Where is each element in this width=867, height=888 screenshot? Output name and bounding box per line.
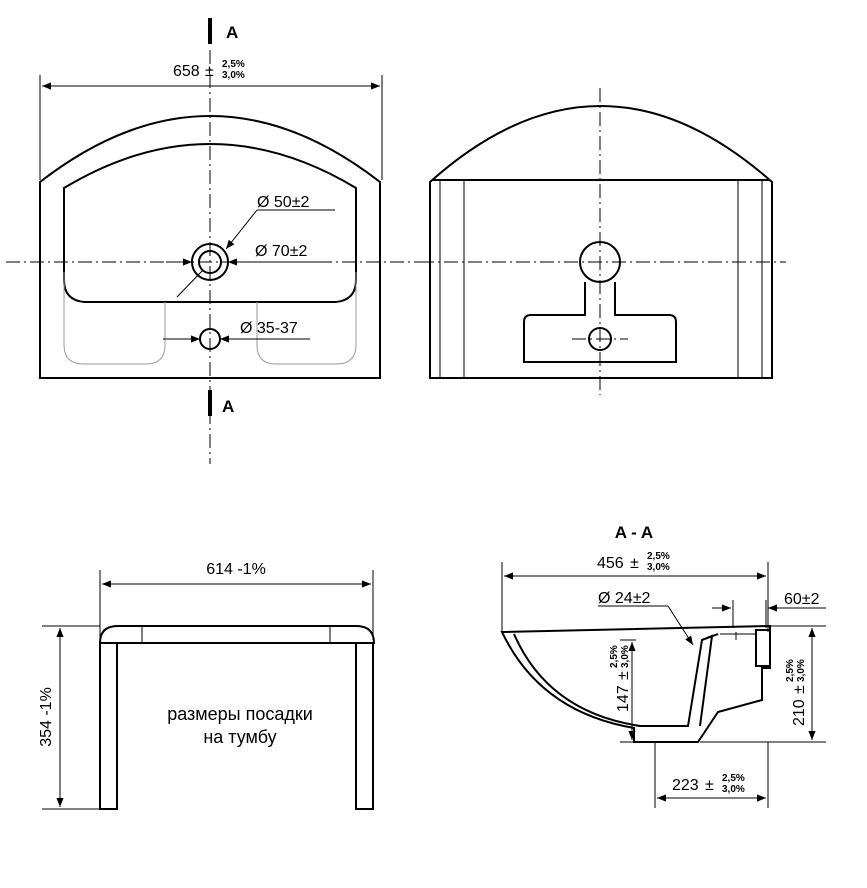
height-210-tol-lower: 3,0% [796, 659, 807, 682]
section-title: A - A [615, 523, 653, 542]
drain-223-pm: ± [705, 777, 714, 794]
depth-456-tol-upper: 2,5% [647, 551, 670, 562]
drain-223-tol-lower: 3,0% [722, 784, 745, 795]
top-view: A 658 ± 2,5% 3,0% Ø 50±2 Ø 70±2 Ø 35-37 [6, 18, 420, 464]
depth-456-value: 456 [597, 555, 624, 572]
bowl-147-pm: ± [615, 671, 632, 680]
section-mark-bottom: A [222, 397, 234, 416]
section-wall-right [755, 629, 771, 667]
cabinet-right-leg [355, 642, 374, 810]
section-mark-top: A [226, 23, 238, 42]
drain-223-tol-upper: 2,5% [722, 773, 745, 784]
basin-outline-top [39, 115, 381, 379]
cabinet-right-outline [256, 272, 357, 365]
width-658-tol-lower: 3,0% [222, 70, 245, 81]
basin-section-inner [513, 633, 719, 727]
width-658-tol-upper: 2,5% [222, 59, 245, 70]
hole-24-label: Ø 24±2 [598, 590, 650, 607]
hole-35-label: Ø 35-37 [240, 320, 298, 337]
section-mark-bottom-bar [208, 390, 212, 416]
depth-456-pm: ± [630, 555, 639, 572]
basin-outline-front [429, 105, 773, 379]
cabinet-top-slab [98, 625, 376, 644]
width-658-pm: ± [205, 63, 214, 80]
hole-70-label: Ø 70±2 [255, 243, 307, 260]
basin-section-profile [500, 624, 771, 743]
rim-60-label: 60±2 [784, 591, 820, 608]
fit-height-label: 354 -1% [38, 687, 55, 747]
bowl-147-tol-lower: 3,0% [620, 645, 631, 668]
front-view [420, 88, 786, 395]
bowl-147-tol-upper: 2,5% [609, 645, 620, 668]
section-view: A - A 456 ± 2,5% 3,0% Ø 24±2 60±2 147 ± … [500, 523, 826, 808]
height-210-tol-upper: 2,5% [785, 659, 796, 682]
fitting-view: 614 -1% 354 -1% размеры посадки на тумбу [38, 561, 376, 810]
height-210-value: 210 [791, 699, 808, 726]
height-210-pm: ± [791, 685, 808, 694]
cabinet-left-leg [99, 642, 118, 810]
width-658-value: 658 [173, 63, 200, 80]
cabinet-left-outline [63, 272, 166, 365]
fit-width-label: 614 -1% [206, 561, 266, 578]
fit-note-line1: размеры посадки [167, 704, 313, 724]
fit-note-line2: на тумбу [203, 727, 276, 747]
drain-223-value: 223 [672, 777, 699, 794]
bowl-147-value: 147 [615, 685, 632, 712]
depth-456-tol-lower: 3,0% [647, 562, 670, 573]
overflow-channel [699, 634, 714, 727]
hole-50-label: Ø 50±2 [257, 194, 309, 211]
section-mark-top-bar [208, 18, 212, 44]
